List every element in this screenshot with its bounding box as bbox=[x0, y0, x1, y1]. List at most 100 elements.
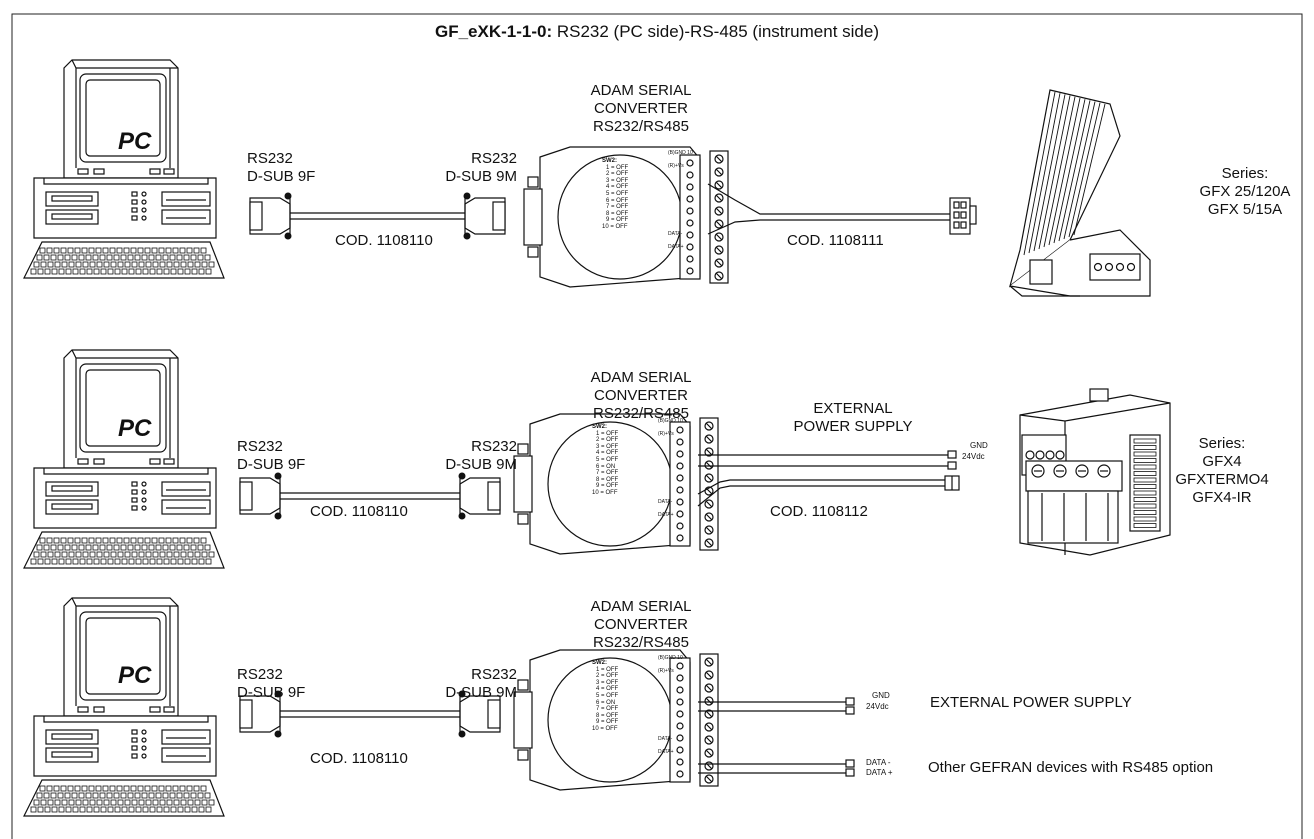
terminal-screw bbox=[714, 206, 724, 216]
pc-key bbox=[158, 247, 165, 254]
pc-key bbox=[200, 785, 207, 792]
terminal-label: (R)+Vs bbox=[668, 162, 684, 169]
terminal-screw bbox=[704, 473, 714, 483]
dsub-connector bbox=[458, 472, 501, 520]
pc-key bbox=[187, 261, 194, 268]
terminal-screw bbox=[704, 670, 714, 680]
pc-key bbox=[163, 806, 170, 813]
converter-line: RS232/RS485 bbox=[593, 405, 689, 422]
pc-led bbox=[131, 729, 138, 735]
plug-pin bbox=[960, 201, 967, 209]
terminal-slot bbox=[705, 422, 713, 430]
pc-key bbox=[44, 806, 51, 813]
pc-key bbox=[88, 247, 95, 254]
heatsink-fin bbox=[1043, 96, 1076, 248]
pc-key bbox=[93, 806, 100, 813]
gfx4-terminal bbox=[1045, 450, 1055, 460]
converter-tab bbox=[527, 246, 539, 258]
pc-drive-slot bbox=[51, 733, 93, 740]
converter-line: CONVERTER bbox=[594, 387, 688, 404]
pc-key bbox=[148, 544, 155, 551]
cable-plug bbox=[949, 197, 971, 235]
terminal-label: (B)GND 10 bbox=[658, 418, 683, 424]
pc-key bbox=[40, 261, 47, 268]
pc-computer bbox=[23, 597, 225, 817]
switch-row: 4 = OFF bbox=[606, 184, 629, 191]
left-connector-line: RS232 bbox=[237, 666, 283, 683]
pc-key bbox=[72, 806, 79, 813]
terminal-slot bbox=[705, 775, 713, 783]
terminal-screw bbox=[714, 193, 724, 203]
pc-key bbox=[99, 254, 106, 261]
pc-key bbox=[110, 551, 117, 558]
terminal-screw bbox=[714, 258, 724, 268]
gfx4-pin-row bbox=[1133, 484, 1157, 489]
terminal-label: DATA- bbox=[658, 736, 673, 743]
right-connector-line: D-SUB 9M bbox=[445, 456, 517, 473]
converter-terminal bbox=[686, 159, 694, 167]
converter-terminal bbox=[676, 722, 684, 730]
left-connector-line: D-SUB 9F bbox=[237, 684, 306, 701]
dsub-connector bbox=[463, 192, 506, 240]
pc-monitor-screen bbox=[79, 73, 167, 163]
dsub-grip bbox=[487, 481, 501, 511]
pc-key bbox=[191, 558, 198, 565]
terminal-slot bbox=[715, 272, 723, 280]
pc-key bbox=[177, 268, 184, 275]
converter-terminal bbox=[676, 426, 684, 434]
pc-key bbox=[109, 537, 116, 544]
switch-row: 1 = OFF bbox=[596, 430, 619, 437]
terminal-slot bbox=[705, 474, 713, 482]
converter-db9-port bbox=[523, 188, 543, 246]
pc-key bbox=[128, 268, 135, 275]
power-supply-line: POWER SUPPLY bbox=[793, 418, 913, 435]
pc-key bbox=[85, 254, 92, 261]
dsub-connector bbox=[239, 690, 282, 738]
terminal-screw bbox=[714, 219, 724, 229]
pc-key bbox=[180, 551, 187, 558]
converter-terminal-column bbox=[679, 154, 701, 280]
converter-terminal bbox=[676, 510, 684, 518]
pc-key bbox=[197, 544, 204, 551]
pc-key bbox=[180, 261, 187, 268]
switch-row: 5 = OFF bbox=[596, 692, 619, 699]
pc-drive-bay bbox=[161, 499, 211, 515]
pc-led bbox=[131, 745, 138, 751]
pc-key bbox=[57, 544, 64, 551]
pc-key bbox=[95, 247, 102, 254]
converter-line: RS232/RS485 bbox=[593, 118, 689, 135]
pc-key bbox=[43, 792, 50, 799]
pc-key bbox=[60, 247, 67, 254]
pc-key bbox=[33, 551, 40, 558]
pc-key bbox=[113, 792, 120, 799]
pc-key bbox=[134, 544, 141, 551]
pc-key bbox=[43, 254, 50, 261]
wire-ferrule bbox=[845, 768, 855, 777]
pc-key bbox=[47, 799, 54, 806]
pc-key bbox=[74, 247, 81, 254]
heatsink-fin bbox=[1053, 99, 1086, 244]
pc-monitor-button bbox=[93, 458, 105, 465]
pc-key bbox=[93, 558, 100, 565]
pc-key bbox=[123, 785, 130, 792]
pin-gnd-label: GND bbox=[970, 441, 988, 450]
switch-row: 9 = OFF bbox=[596, 719, 619, 726]
pc-key bbox=[106, 544, 113, 551]
pc-key bbox=[50, 254, 57, 261]
terminal-label: DATA+ bbox=[668, 243, 684, 250]
pc-monitor-screen-inner bbox=[85, 617, 161, 695]
pc-key bbox=[61, 799, 68, 806]
terminal-slot bbox=[705, 736, 713, 744]
pc-key bbox=[151, 537, 158, 544]
pc-key bbox=[152, 261, 159, 268]
terminal-slot bbox=[705, 526, 713, 534]
terminal-slot bbox=[715, 207, 723, 215]
pc-key bbox=[205, 268, 212, 275]
converter-terminal bbox=[676, 450, 684, 458]
converter-db9-port bbox=[513, 691, 533, 749]
pc-key bbox=[46, 247, 53, 254]
pc-key bbox=[193, 537, 200, 544]
heatsink-fin bbox=[1033, 94, 1066, 252]
pc-key bbox=[109, 247, 116, 254]
pc-key bbox=[37, 806, 44, 813]
